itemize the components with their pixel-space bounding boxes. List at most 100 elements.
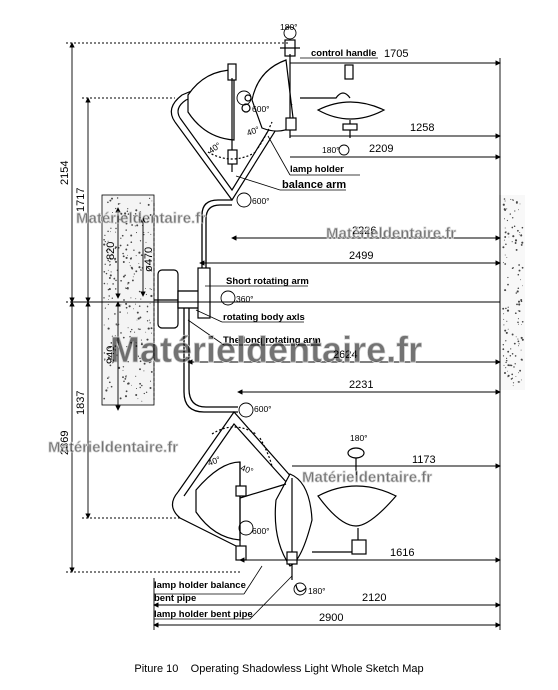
wall-hatch-dot: [514, 312, 517, 315]
wall-hatch-dot: [504, 289, 507, 292]
wall-hatch-dot: [103, 352, 106, 354]
wall-hatch-dot: [127, 327, 129, 329]
wall-hatch-dot: [125, 222, 128, 225]
wall-hatch-dot: [131, 224, 134, 226]
wall-hatch-dot: [146, 310, 149, 313]
label-short-rotating-arm: Short rotating arm: [226, 276, 309, 287]
wall-hatch-dot: [509, 364, 511, 367]
angle-600-upper-a: 600°: [252, 104, 270, 114]
wall-hatch-dot: [108, 347, 110, 349]
wall-hatch-dot: [127, 281, 130, 284]
wall-hatch-dot: [124, 377, 127, 380]
wall-hatch-dot: [522, 360, 523, 361]
wall-hatch-dot: [136, 319, 138, 321]
wall-hatch-dot: [124, 215, 127, 218]
angle-600-upper-b: 600°: [252, 196, 270, 206]
wall-hatch-dot: [133, 249, 135, 251]
wall-hatch-dot: [107, 240, 109, 242]
wall-hatch-dot: [140, 339, 142, 341]
wall-hatch-dot: [134, 331, 136, 333]
wall-hatch-dot: [514, 239, 518, 242]
figure-caption: Piture 10 Operating Shadowless Light Who…: [134, 663, 423, 675]
wall-hatch-dot: [514, 210, 516, 212]
wall-hatch-dot: [122, 261, 125, 263]
wall-hatch-dot: [150, 251, 152, 253]
wall-hatch-dot: [147, 306, 149, 308]
upper-long-tube: [201, 199, 232, 286]
floor-wall: [499, 195, 525, 390]
wall-hatch-dot: [124, 274, 126, 277]
wall-hatch-dot: [149, 263, 151, 266]
wall-hatch-dot: [107, 318, 110, 320]
wall-hatch-dot: [107, 230, 109, 233]
wall-hatch-dot: [123, 380, 125, 383]
label-lamp-holder-bent-pipe: lamp holder bent pipe: [154, 609, 253, 620]
lower-lamp-assembly: [171, 411, 397, 592]
rotation-indicators: [220, 26, 350, 596]
wall-hatch-dot: [518, 234, 520, 236]
wall-hatch-dot: [504, 329, 507, 332]
wall-hatch-dot: [518, 345, 519, 347]
wall-hatch-dot: [115, 227, 117, 230]
wall-hatch-dot: [503, 371, 507, 375]
wall-hatch-dot: [138, 218, 140, 220]
wall-hatch-dot: [504, 200, 506, 202]
wall-hatch-dot: [105, 249, 108, 252]
wall-hatch-dot: [512, 267, 514, 269]
wall-hatch-dot: [120, 279, 122, 282]
wall-hatch-dot: [509, 213, 511, 215]
wall-hatch-dot: [120, 237, 122, 239]
wall-hatch-dot: [133, 308, 134, 310]
wall-hatch-dot: [128, 305, 131, 308]
wall-hatch-dot: [119, 397, 122, 400]
wall-hatch-dot: [143, 233, 145, 236]
wall-hatch-dot: [149, 319, 150, 321]
wall-hatch-dot: [520, 279, 522, 281]
wall-hatch-dot: [146, 218, 148, 221]
wall-hatch-dot: [146, 338, 149, 341]
wall-hatch-dot: [127, 361, 129, 363]
wall-hatch-dot: [502, 203, 505, 206]
wall-hatch-dot: [515, 292, 518, 294]
wall-hatch-dot: [520, 300, 523, 303]
wall-hatch-dot: [130, 234, 133, 237]
wall-hatch-dot: [517, 338, 519, 340]
wall-hatch-dot: [146, 268, 148, 270]
wall-hatch-dot: [520, 234, 522, 236]
angle-180-upper-lamp: 180°: [322, 145, 340, 155]
watermark-upper-right: Matérieldentaire.fr: [326, 225, 456, 242]
dim-1717: 1717: [75, 188, 87, 212]
wall-hatch-dot: [502, 344, 504, 346]
wall-hatch-dot: [134, 212, 137, 215]
wall-hatch-dot: [506, 219, 508, 222]
wall-hatch-dot: [116, 197, 119, 199]
wall-hatch-dot: [110, 342, 113, 344]
wall-hatch-dot: [149, 380, 152, 382]
wall-hatch-dot: [107, 269, 109, 271]
dim-1258: 1258: [410, 122, 434, 134]
wall-hatch-dot: [127, 382, 130, 385]
wall-hatch-dot: [514, 363, 516, 365]
wall-hatch-dot: [517, 340, 520, 343]
wall-hatch-dot: [505, 340, 507, 342]
wall-hatch-dot: [125, 256, 128, 259]
wall-hatch-dot: [112, 283, 114, 285]
wall-hatch-dot: [129, 335, 131, 338]
wall-hatch-dot: [517, 273, 520, 276]
wall-hatch-dot: [516, 202, 518, 204]
wall-hatch-dot: [136, 311, 139, 314]
wall-hatch-dot: [148, 197, 151, 200]
wall-hatch-dot: [510, 364, 513, 367]
wall-hatch-dot: [145, 241, 147, 243]
wall-hatch-dot: [137, 354, 139, 356]
wall-hatch-dot: [503, 198, 506, 200]
wall-hatch-dot: [505, 361, 507, 364]
wall-hatch-dot: [521, 320, 524, 323]
rotating-body-axis: [177, 267, 211, 319]
wall-hatch-dot: [111, 360, 113, 363]
wall-hatch-dot: [150, 288, 152, 290]
wall-hatch-dot: [506, 208, 508, 210]
angle-40-upper-a: 40°: [206, 140, 222, 156]
wall-hatch-dot: [147, 203, 150, 206]
wall-hatch-dot: [511, 373, 514, 376]
